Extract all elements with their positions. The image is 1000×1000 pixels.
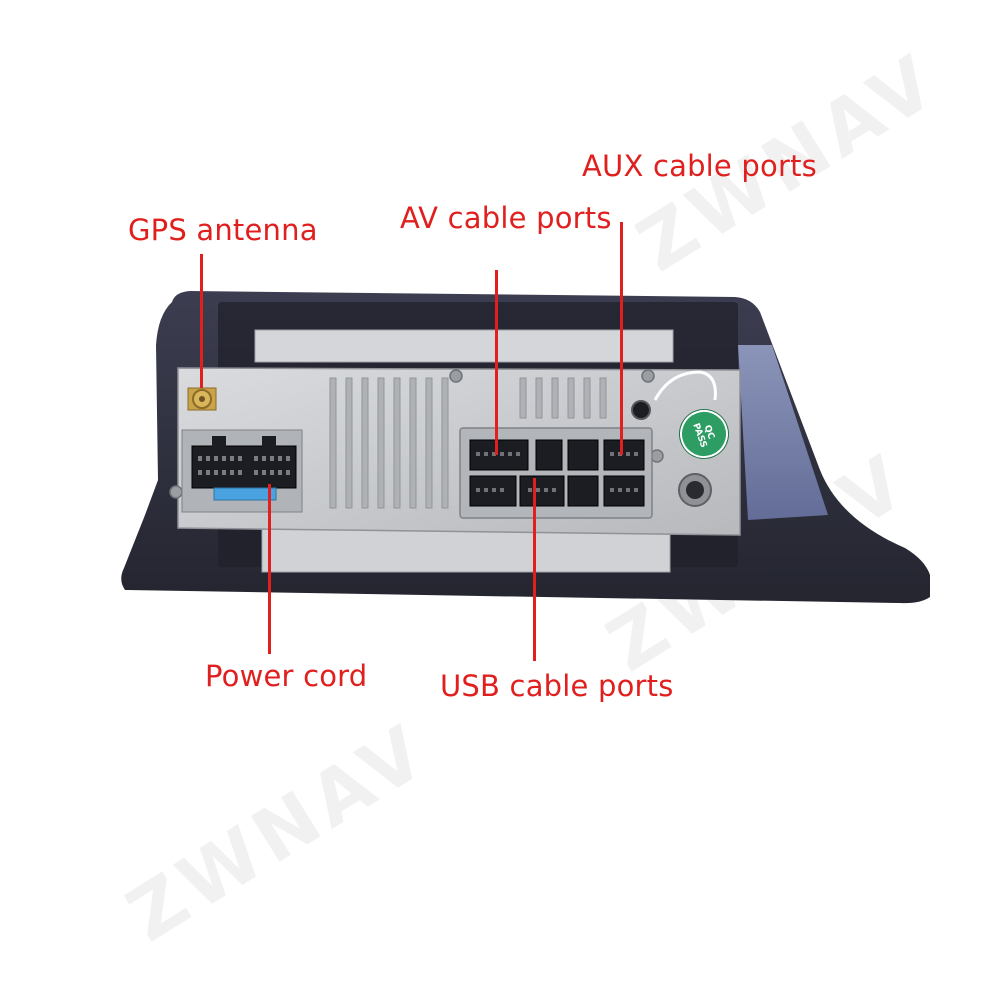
power-cord-label: Power cord xyxy=(205,659,368,693)
usb-cable-ports-label: USB cable ports xyxy=(440,669,674,703)
wire xyxy=(653,370,717,401)
gps-antenna-label: GPS antenna xyxy=(128,213,318,247)
aux-cable-ports-label: AUX cable ports xyxy=(582,149,817,183)
gps-connector xyxy=(187,387,217,411)
power-connector xyxy=(181,429,303,513)
upper-plate xyxy=(254,329,674,363)
screws xyxy=(169,369,664,499)
aux-jack xyxy=(631,400,651,420)
av-leader-line xyxy=(495,270,498,455)
vent-slots xyxy=(329,377,607,509)
power-leader-line xyxy=(268,484,271,654)
fuse xyxy=(213,487,277,501)
usb-leader-line xyxy=(533,478,536,661)
screen-window xyxy=(738,345,828,520)
lower-plate xyxy=(261,527,671,573)
av-cable-ports-label: AV cable ports xyxy=(400,201,612,235)
port-block xyxy=(459,427,653,519)
round-connector xyxy=(678,473,712,507)
qc-pass-text: QC PASS xyxy=(690,422,716,450)
gps-leader-line xyxy=(200,254,203,388)
aux-leader-line xyxy=(620,222,623,455)
